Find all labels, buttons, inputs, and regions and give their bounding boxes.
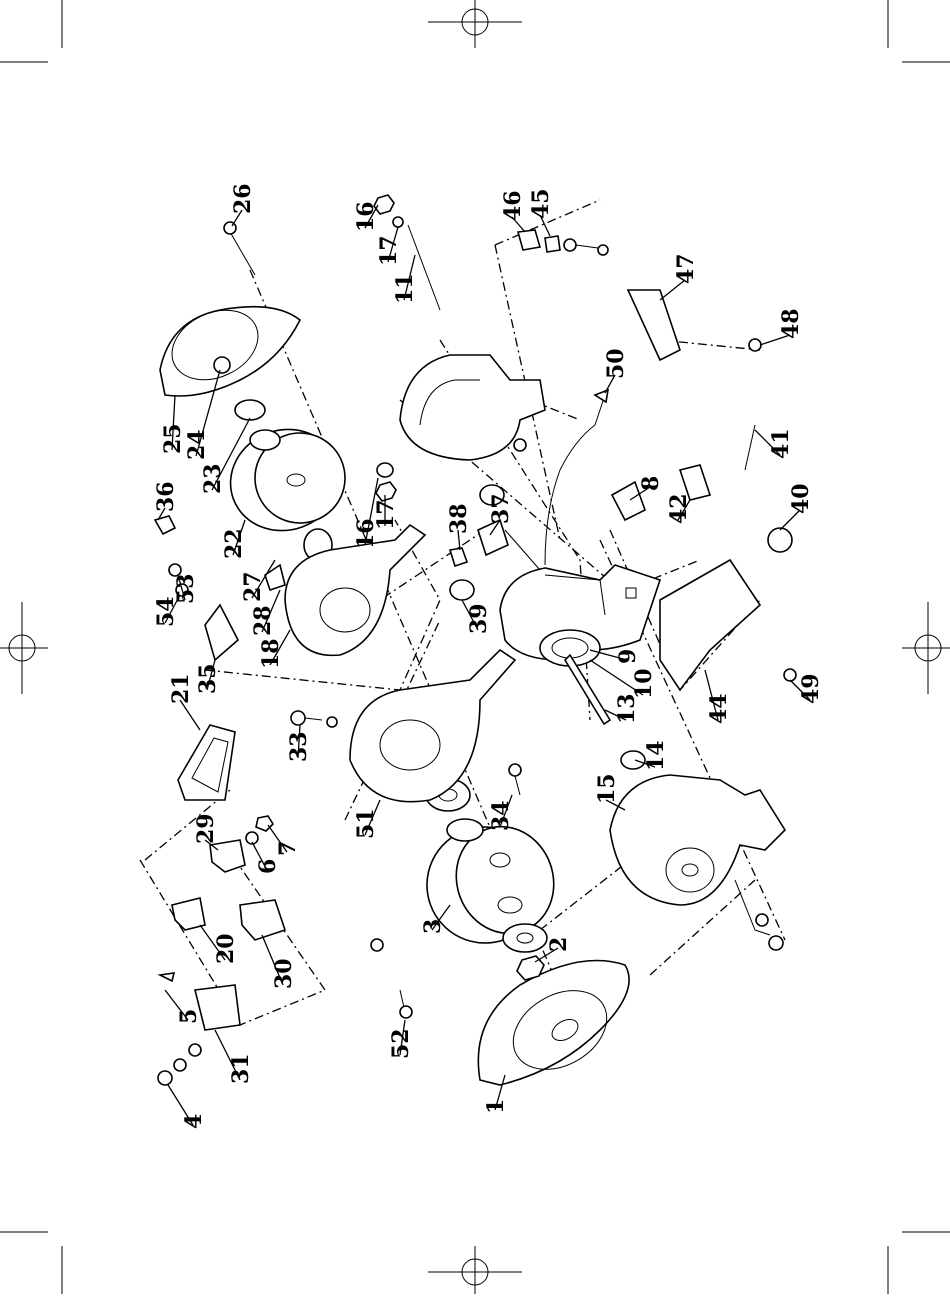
registration-mark-bottom xyxy=(428,1246,522,1294)
registration-mark-left xyxy=(0,602,48,694)
callout-number: 52 xyxy=(388,1028,414,1059)
callout-31: 31 xyxy=(215,1030,254,1084)
callout-number: 17 xyxy=(373,499,399,530)
callout-number: 42 xyxy=(666,493,692,524)
callout-number: 28 xyxy=(250,605,276,636)
callout-number: 48 xyxy=(778,308,804,339)
callout-number: 33 xyxy=(286,731,312,762)
callout-39: 39 xyxy=(462,600,492,634)
callout-number: 26 xyxy=(230,183,256,214)
callout-47: 47 xyxy=(660,253,699,300)
motor-end-housing-left xyxy=(610,775,785,950)
callout-number: 18 xyxy=(258,638,284,669)
callout-number: 47 xyxy=(673,253,699,284)
callout-number: 8 xyxy=(638,476,664,491)
callout-38: 38 xyxy=(446,503,472,550)
callout-number: 29 xyxy=(193,813,219,844)
callout-number: 25 xyxy=(160,423,186,454)
callout-41: 41 xyxy=(755,428,794,459)
wheel-guard-rear xyxy=(160,297,300,396)
callout-number: 11 xyxy=(392,273,418,304)
callout-52: 52 xyxy=(388,1020,414,1059)
callout-22: 22 xyxy=(221,520,247,559)
callout-number: 23 xyxy=(200,463,226,494)
callout-number: 17 xyxy=(376,235,402,266)
callout-number: 39 xyxy=(466,603,492,634)
callout-number: 50 xyxy=(603,348,629,379)
callout-number: 20 xyxy=(213,933,239,964)
callout-number: 34 xyxy=(488,800,514,831)
switch-assembly xyxy=(612,465,710,520)
grinding-wheel-right xyxy=(216,414,357,546)
callout-40: 40 xyxy=(780,483,814,530)
callout-4: 4 xyxy=(168,1085,207,1129)
callout-54: 54 xyxy=(153,595,180,627)
cord-brackets xyxy=(518,230,608,255)
callout-17: 17 xyxy=(376,227,402,266)
callout-number: 46 xyxy=(500,190,526,221)
callout-number: 30 xyxy=(271,958,297,989)
callout-number: 40 xyxy=(788,483,814,514)
callout-30: 30 xyxy=(262,935,297,989)
callout-16: 16 xyxy=(353,201,379,232)
callout-34: 34 xyxy=(488,795,514,831)
callout-25: 25 xyxy=(160,395,186,454)
callout-number: 44 xyxy=(706,693,732,724)
callout-7: 7 xyxy=(268,825,301,856)
power-cord xyxy=(545,390,608,565)
callout-number: 51 xyxy=(353,808,379,839)
callout-number: 9 xyxy=(615,649,641,664)
callout-42: 42 xyxy=(666,493,692,524)
callout-17: 17 xyxy=(373,495,399,530)
callout-33: 33 xyxy=(286,725,312,762)
callout-number: 49 xyxy=(798,673,824,704)
callout-number: 16 xyxy=(353,201,379,232)
callout-number: 24 xyxy=(184,429,210,460)
wheel-guard-front xyxy=(478,961,629,1086)
callout-48: 48 xyxy=(760,308,804,345)
callout-number: 22 xyxy=(221,528,247,559)
callout-46: 46 xyxy=(500,190,526,232)
callout-number: 36 xyxy=(153,481,179,512)
registration-mark-right xyxy=(902,602,950,694)
registration-mark-top xyxy=(428,0,522,48)
callout-number: 45 xyxy=(528,188,554,219)
callout-number: 4 xyxy=(181,1114,207,1129)
callout-29: 29 xyxy=(193,813,219,850)
callout-number: 7 xyxy=(275,841,301,856)
callout-50: 50 xyxy=(603,348,629,393)
callout-36: 36 xyxy=(153,481,179,520)
tool-rest-right xyxy=(265,565,285,590)
callout-35: 35 xyxy=(195,660,221,694)
callout-number: 27 xyxy=(240,571,266,602)
callout-number: 13 xyxy=(614,693,640,724)
base-plate xyxy=(660,560,760,690)
callout-44: 44 xyxy=(705,670,732,724)
callout-number: 6 xyxy=(255,859,281,874)
callout-number: 35 xyxy=(195,663,221,694)
callout-number: 14 xyxy=(643,740,669,771)
eye-shield-left xyxy=(178,725,235,800)
callout-number: 37 xyxy=(488,493,514,524)
callout-number: 41 xyxy=(768,428,794,459)
callout-number: 38 xyxy=(446,503,472,534)
callout-number: 15 xyxy=(594,773,620,804)
callout-51: 51 xyxy=(353,800,380,839)
callout-number: 54 xyxy=(153,596,179,627)
callout-10: 10 xyxy=(590,660,657,699)
callout-number: 2 xyxy=(546,937,572,952)
callout-number: 31 xyxy=(228,1053,254,1084)
callout-number: 21 xyxy=(168,673,194,704)
callout-number: 5 xyxy=(176,1009,202,1024)
callout-number: 3 xyxy=(420,919,446,934)
callout-20: 20 xyxy=(200,925,239,964)
inner-guard-left xyxy=(350,650,515,802)
callout-number: 1 xyxy=(483,1099,509,1114)
callout-26: 26 xyxy=(230,183,256,226)
